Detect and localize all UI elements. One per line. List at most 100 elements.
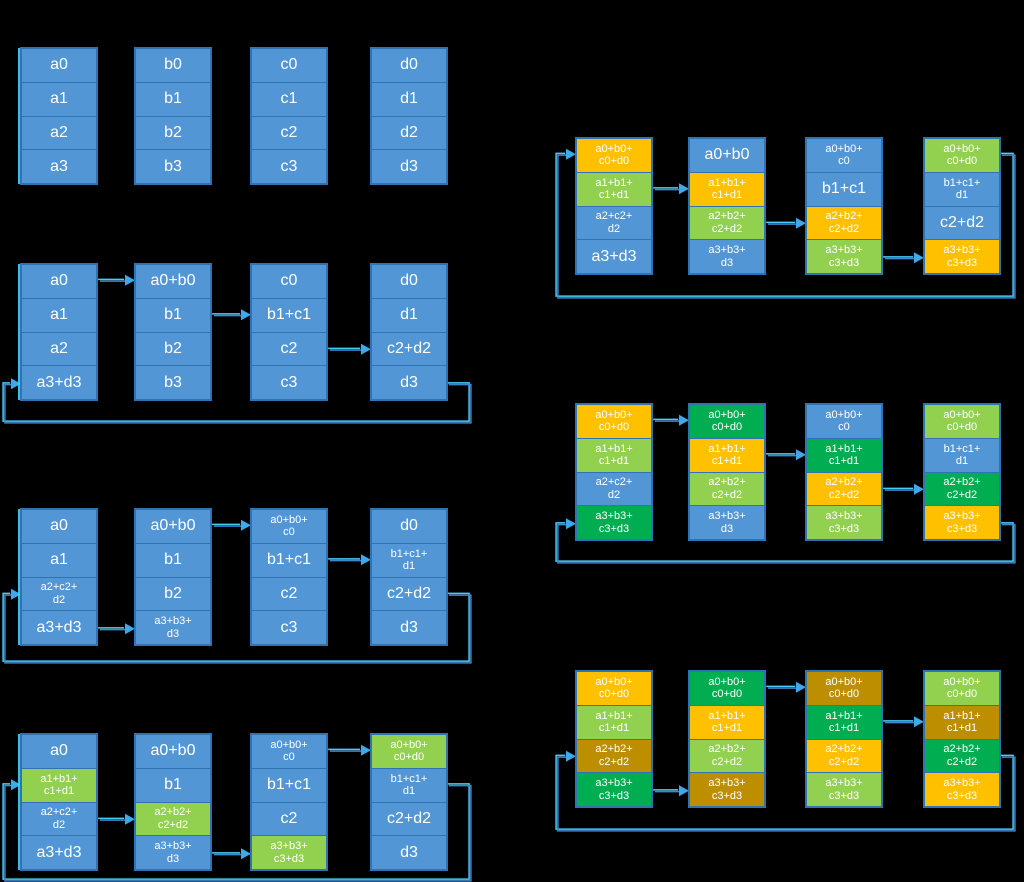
chunk-cell: b1+c1+ d1 [925, 171, 999, 206]
transfer-arrow [766, 449, 806, 461]
chunk-cell: b3 [136, 149, 210, 183]
chunk-cell: c0 [252, 49, 326, 82]
chunk-cell: b2 [136, 115, 210, 150]
chunk-cell: a0+b0+ c0 [807, 405, 881, 438]
chunk-cell: b1+c1 [807, 171, 881, 206]
chunk-cell: c3 [252, 365, 326, 399]
chunk-cell: a0+b0+ c0+d0 [577, 672, 651, 705]
chunk-cell: a1+b1+ c1+d1 [690, 437, 764, 472]
chunk-cell: b1+c1 [252, 297, 326, 332]
chunk-cell: d3 [372, 610, 446, 644]
transfer-arrow [766, 217, 806, 229]
chunk-cell: a2+b2+ c2+d2 [925, 471, 999, 506]
chunk-cell: d3 [372, 835, 446, 869]
chunk-cell: a3+b3+ d3 [136, 835, 210, 869]
chunk-cell: a1+b1+ c1+d1 [925, 704, 999, 739]
chunk-cell: a2 [22, 115, 96, 150]
chunk-cell: a3+d3 [577, 239, 651, 273]
chunk-cell: a2+b2+ c2+d2 [690, 205, 764, 240]
chunk-cell: d0 [372, 49, 446, 82]
transfer-arrow [212, 519, 251, 531]
chunk-cell: d1 [372, 297, 446, 332]
chunk-cell: a2+c2+ d2 [577, 471, 651, 506]
transfer-arrow [653, 183, 689, 195]
chunk-cell: a3+b3+ c3+d3 [807, 505, 881, 539]
transfer-arrow [98, 623, 135, 635]
transfer-arrow [766, 681, 806, 693]
chunk-cell: a0+b0+ c0+d0 [807, 672, 881, 705]
chunk-cell: a3+d3 [22, 835, 96, 869]
chunk-cell: c2 [252, 331, 326, 366]
chunk-cell: a1+b1+ c1+d1 [577, 437, 651, 472]
chunk-cell: a0+b0 [690, 139, 764, 172]
chunk-cell: a0+b0+ c0+d0 [925, 405, 999, 438]
chunk-cell: d3 [372, 365, 446, 399]
chunk-cell: a0+b0+ c0+d0 [577, 405, 651, 438]
chunk-cell: a3+b3+ c3+d3 [925, 772, 999, 806]
chunk-cell: d1 [372, 81, 446, 116]
transfer-arrow [328, 744, 371, 756]
chunk-cell: a0+b0 [136, 735, 210, 768]
chunk-cell: a3 [22, 149, 96, 183]
chunk-cell: a1 [22, 542, 96, 577]
chunk-cell: a3+b3+ c3+d3 [807, 239, 881, 273]
chunk-cell: c1 [252, 81, 326, 116]
chunk-cell: a1+b1+ c1+d1 [22, 767, 96, 802]
chunk-cell: b0 [136, 49, 210, 82]
chunk-cell: a2 [22, 331, 96, 366]
chunk-cell: c2 [252, 115, 326, 150]
chunk-cell: a1 [22, 297, 96, 332]
chunk-cell: a2+b2+ c2+d2 [136, 801, 210, 836]
chunk-cell: a2+c2+ d2 [22, 801, 96, 836]
chunk-cell: a1 [22, 81, 96, 116]
chunk-cell: a2+b2+ c2+d2 [807, 205, 881, 240]
chunk-cell: a3+b3+ c3+d3 [925, 505, 999, 539]
chunk-cell: a0+b0 [136, 265, 210, 298]
chunk-cell: a2+b2+ c2+d2 [807, 738, 881, 773]
chunk-cell: b1 [136, 542, 210, 577]
chunk-cell: a3+b3+ d3 [690, 239, 764, 273]
chunk-cell: d2 [372, 115, 446, 150]
chunk-cell: b2 [136, 331, 210, 366]
chunk-cell: b1 [136, 81, 210, 116]
transfer-arrow [98, 274, 135, 286]
transfer-arrow [212, 848, 251, 860]
chunk-cell: a0 [22, 510, 96, 543]
chunk-cell: a2+b2+ c2+d2 [690, 738, 764, 773]
chunk-cell: a3+b3+ d3 [136, 610, 210, 644]
chunk-cell: a2+c2+ d2 [577, 205, 651, 240]
chunk-cell: a2+c2+ d2 [22, 576, 96, 611]
chunk-cell: c2+d2 [372, 801, 446, 836]
chunk-cell: a0+b0 [136, 510, 210, 543]
chunk-cell: a0+b0+ c0+d0 [925, 672, 999, 705]
transfer-arrow [328, 554, 371, 566]
chunk-cell: a1+b1+ c1+d1 [690, 704, 764, 739]
chunk-cell: a0+b0+ c0+d0 [925, 139, 999, 172]
chunk-cell: a0+b0+ c0+d0 [577, 139, 651, 172]
chunk-cell: a3+d3 [22, 365, 96, 399]
chunk-cell: a0 [22, 735, 96, 768]
transfer-arrow [328, 343, 371, 355]
chunk-cell: c2+d2 [372, 331, 446, 366]
chunk-cell: b1+c1+ d1 [925, 437, 999, 472]
chunk-cell: a1+b1+ c1+d1 [807, 704, 881, 739]
transfer-arrow [653, 414, 689, 426]
